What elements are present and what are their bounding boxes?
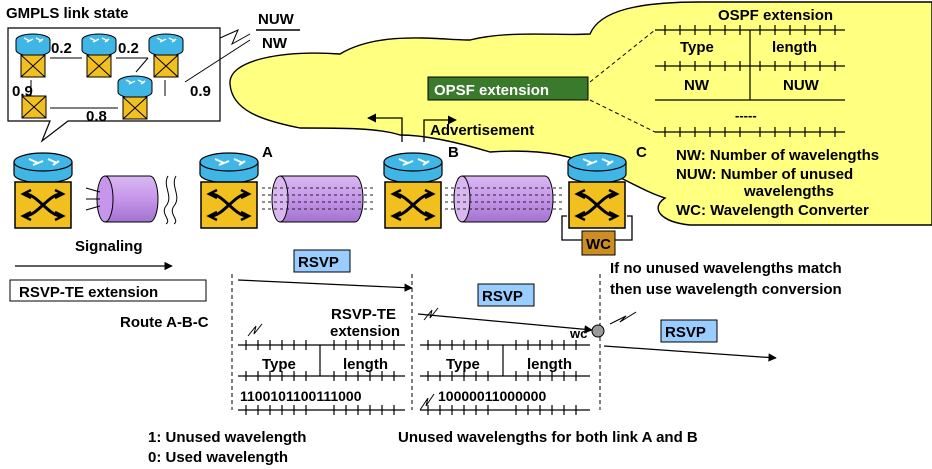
table-a-type: Type: [262, 356, 296, 373]
legend-used: 0: Used wavelength: [148, 449, 288, 466]
fiber-a-b: [262, 175, 375, 223]
ospf-table: [655, 25, 845, 137]
nw-label: NW: [262, 35, 288, 52]
ospf-nw: NW: [684, 77, 710, 94]
ospf-cloud: [229, 1, 932, 226]
gmpls-router-3: [148, 33, 184, 78]
node-b-label: B: [448, 144, 459, 161]
wc-node: [591, 324, 605, 338]
gmpls-router-2: [81, 33, 117, 78]
table-b-type: Type: [446, 356, 480, 373]
opsf-extension-label: OPSF extension: [434, 82, 549, 99]
legend-nuw-cont: wavelengths: [743, 183, 834, 200]
table-a-bits: 1100101100111000: [240, 388, 362, 404]
table-b: [420, 340, 590, 415]
rsvp-box-1: [293, 249, 351, 273]
legend-nw: NW: Number of wavelengths: [676, 147, 879, 164]
rsvp-label-1: RSVP: [298, 254, 339, 271]
ospf-type: Type: [680, 39, 714, 56]
no-match-note-line2: then use wavelength conversion: [610, 281, 842, 298]
weight-label: 0.2: [118, 40, 139, 57]
node-a-label: A: [262, 144, 273, 161]
router-signaling-source: [12, 151, 74, 230]
router-c: [566, 151, 628, 230]
rsvp-te-label-line1: RSVP-TE: [331, 306, 396, 323]
gmpls-router-5: [117, 75, 153, 120]
node-c-label: C: [636, 144, 647, 161]
rsvp-box-3: [660, 319, 718, 343]
weight-label: 0.9: [190, 83, 211, 100]
rsvp-label-3: RSVP: [665, 324, 706, 341]
router-a: [198, 151, 260, 230]
ospf-nuw: NUW: [783, 77, 820, 94]
signaling-label: Signaling: [75, 238, 143, 255]
router-b: [382, 151, 444, 230]
opsf-extension-box: [427, 76, 589, 101]
ospf-title: OSPF extension: [718, 7, 833, 24]
table-b-length: length: [527, 356, 572, 373]
table-a: [238, 340, 405, 415]
rsvp-arrow-3: [603, 345, 777, 362]
rsvp-label-2: RSVP: [482, 288, 523, 305]
ospf-length: length: [772, 39, 817, 56]
rsvp-te-extension-box: [9, 279, 207, 302]
rsvp-te-extension-label: RSVP-TE extension: [19, 284, 158, 301]
advert-arrow-left: [367, 113, 403, 142]
route-label: Route A-B-C: [120, 314, 209, 331]
table-a-length: length: [343, 356, 388, 373]
no-match-note-line1: If no unused wavelengths match: [610, 260, 842, 277]
legend-unused: 1: Unused wavelength: [148, 429, 306, 446]
rsvp-arrow-1: [237, 279, 413, 292]
nuw-label: NUW: [258, 11, 295, 28]
rsvp-te-label-line2: extension: [330, 323, 400, 340]
ospf-ellipsis: -----: [735, 108, 757, 123]
wc-small-label: WC: [569, 326, 587, 341]
advertisement-label: Advertisement: [430, 122, 534, 139]
weight-label: 0.2: [51, 40, 72, 57]
wc-label: WC: [586, 236, 611, 253]
fiber-left: [85, 175, 178, 225]
advert-arrow-right: [423, 115, 457, 142]
table-b-bits: 10000011000000: [438, 388, 546, 404]
legend-nuw: NUW: Number of unused: [676, 166, 853, 183]
gmpls-title: GMPLS link state: [6, 5, 129, 22]
rsvp-arrow-2: [417, 313, 593, 334]
gmpls-router-1: [15, 33, 51, 78]
fiber-b-c: [445, 175, 565, 223]
legend-wc: WC: Wavelength Converter: [676, 202, 869, 219]
weight-label: 0.8: [86, 108, 107, 125]
wc-box: [581, 230, 616, 256]
rsvp-box-2: [477, 283, 535, 307]
unused-both-label: Unused wavelengths for both link A and B: [398, 429, 698, 446]
weight-label: 0.9: [12, 83, 33, 100]
